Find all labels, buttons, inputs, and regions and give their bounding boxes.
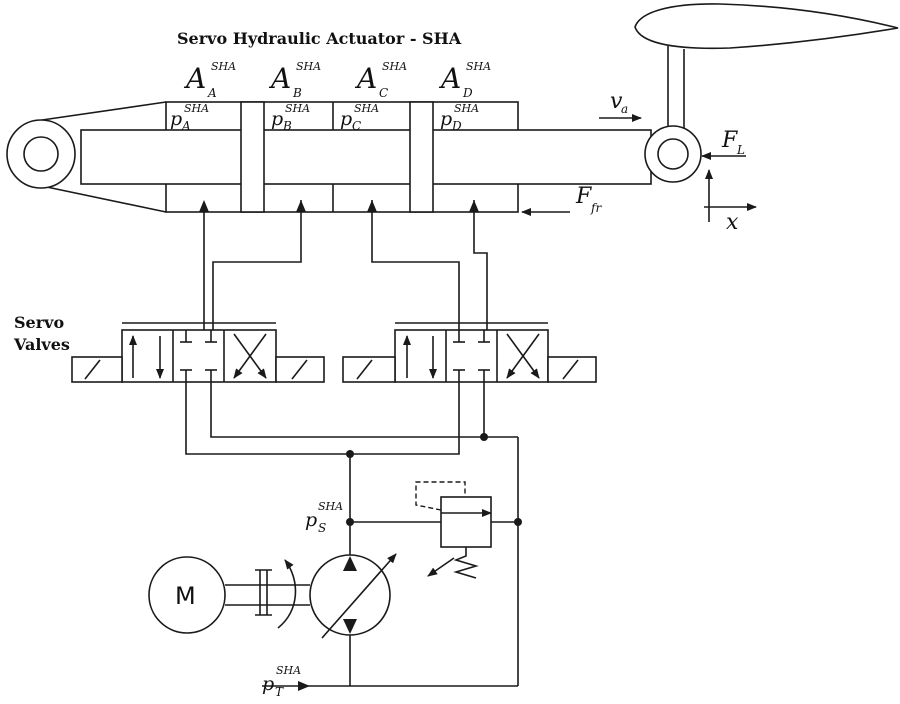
servo-valve-1 [71, 322, 325, 383]
svg-text:SHA: SHA [211, 60, 236, 73]
svg-text:A: A [181, 119, 191, 133]
svg-text:A: A [183, 62, 206, 95]
area-label-d: A D SHA [438, 60, 491, 100]
servo-valves-label-line2: Valves [13, 335, 70, 354]
svg-text:S: S [318, 521, 326, 535]
velocity-label: v a [599, 89, 642, 122]
tank-pressure-label: p T SHA [262, 664, 301, 699]
airfoil [634, 3, 899, 130]
svg-text:L: L [736, 143, 745, 157]
svg-text:A: A [207, 86, 217, 100]
pressure-label-d: p D SHA [440, 102, 479, 133]
svg-text:SHA: SHA [466, 60, 491, 73]
relief-valve [415, 481, 492, 579]
diagram-title: Servo Hydraulic Actuator - SHA [177, 29, 462, 48]
electric-motor: M [148, 556, 226, 634]
svg-text:B: B [282, 119, 292, 133]
svg-text:D: D [462, 86, 473, 100]
pressure-label-a: p A SHA [170, 102, 209, 133]
shaft-coupling [225, 559, 310, 629]
svg-text:SHA: SHA [296, 60, 321, 73]
svg-text:x: x [726, 210, 739, 235]
area-label-a: A A SHA [183, 60, 236, 100]
svg-text:M: M [175, 582, 196, 610]
svg-text:F: F [575, 184, 592, 209]
supply-pressure-label: p S SHA [305, 500, 343, 535]
svg-text:SHA: SHA [285, 102, 310, 115]
svg-text:p: p [170, 108, 182, 130]
svg-text:T: T [275, 685, 284, 699]
area-label-b: A B SHA [268, 60, 321, 100]
svg-text:D: D [451, 119, 462, 133]
actuator-cylinder [41, 101, 652, 213]
pressure-label-b: p B SHA [271, 102, 310, 133]
servo-valves-label: Servo [14, 313, 64, 332]
area-label-c: A C SHA [354, 60, 407, 100]
port-lines [199, 200, 488, 330]
svg-text:C: C [379, 86, 388, 100]
right-eye-joint [644, 125, 702, 183]
svg-text:B: B [292, 86, 302, 100]
svg-text:SHA: SHA [454, 102, 479, 115]
svg-text:C: C [352, 119, 361, 133]
svg-text:fr: fr [590, 201, 602, 215]
variable-pump [309, 553, 397, 639]
axis-indicator: x [704, 169, 757, 235]
load-force-label: F L [701, 128, 746, 160]
svg-text:p: p [340, 108, 352, 130]
svg-text:p: p [271, 108, 283, 130]
svg-text:SHA: SHA [184, 102, 209, 115]
servo-valve-2 [342, 322, 597, 383]
svg-text:SHA: SHA [318, 500, 343, 513]
svg-text:A: A [354, 62, 377, 95]
supply-tank-lines [185, 382, 522, 691]
svg-text:F: F [721, 128, 738, 153]
svg-text:v: v [610, 89, 623, 114]
svg-text:p: p [305, 509, 317, 531]
svg-text:SHA: SHA [276, 664, 301, 677]
svg-text:SHA: SHA [382, 60, 407, 73]
svg-text:A: A [438, 62, 461, 95]
svg-text:a: a [621, 102, 628, 116]
svg-text:p: p [262, 673, 274, 695]
svg-text:p: p [440, 108, 452, 130]
left-eye-joint [6, 119, 76, 189]
svg-text:SHA: SHA [354, 102, 379, 115]
pressure-label-c: p C SHA [340, 102, 379, 133]
svg-text:A: A [268, 62, 291, 95]
friction-force-label: F fr [521, 184, 602, 216]
